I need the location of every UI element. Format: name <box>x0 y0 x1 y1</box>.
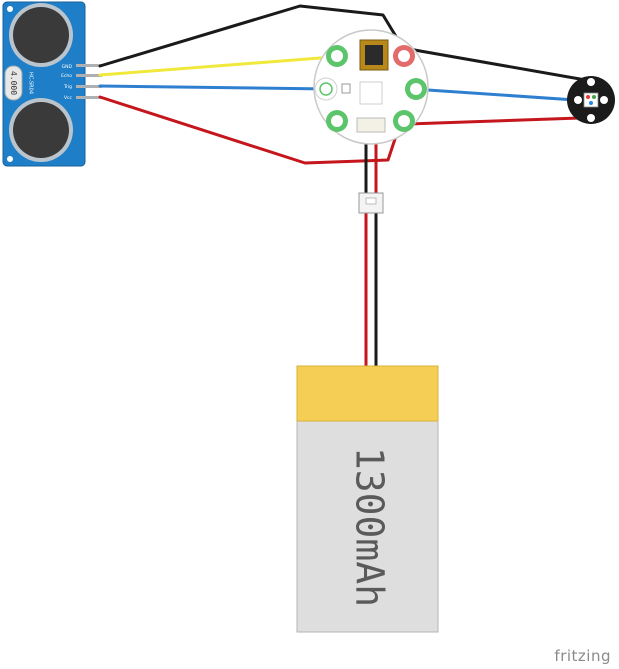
ultrasonic-sensor: 4.000 HC-SR04 GND Echo Trig Vcc <box>2 1 102 167</box>
wire-black-gnd[interactable] <box>98 4 599 84</box>
reset-button[interactable] <box>341 83 351 94</box>
pin-label-echo: Echo <box>61 73 72 79</box>
fritzing-watermark: fritzing <box>554 647 611 665</box>
mount-hole <box>7 156 13 162</box>
pad-left[interactable] <box>314 77 338 101</box>
sensor-part-label: HC-SR04 <box>28 72 34 94</box>
led-pad[interactable] <box>600 96 608 104</box>
pin-label-gnd: GND <box>62 64 73 70</box>
pad-bottom-right[interactable] <box>393 110 415 132</box>
pad-top-left[interactable] <box>326 45 348 67</box>
battery-capacity-label: 1300mAh <box>348 447 392 607</box>
battery-top-band <box>296 365 439 422</box>
lipo-battery: 1300mAh <box>296 365 439 633</box>
rgb-led <box>567 76 615 124</box>
pin-label-vcc: Vcc <box>64 95 73 101</box>
crystal-label: 4.000 <box>9 71 18 95</box>
jst-socket[interactable] <box>356 117 386 133</box>
led-green-die <box>592 95 596 99</box>
controller-component <box>359 81 383 105</box>
crystal-oscillator: 4.000 <box>4 65 23 101</box>
led-pad[interactable] <box>587 78 595 86</box>
wires <box>98 4 599 369</box>
pad-right[interactable] <box>405 78 427 100</box>
wire-blue-trig[interactable] <box>98 84 332 91</box>
pad-bottom-left[interactable] <box>326 110 348 132</box>
controller-board <box>313 29 429 145</box>
led-blue-die <box>589 101 593 105</box>
pad-top-right[interactable] <box>393 45 415 67</box>
transducer-top <box>9 3 73 67</box>
jst-connector[interactable] <box>358 192 384 214</box>
sensor-header-pins <box>76 64 102 99</box>
wire-yellow-echo[interactable] <box>98 55 335 77</box>
led-red-die <box>586 95 590 99</box>
wire-red-led-power[interactable] <box>406 116 582 126</box>
transducer-bottom <box>9 98 73 162</box>
led-pad[interactable] <box>574 96 582 104</box>
wire-blue-led-data[interactable] <box>411 87 592 103</box>
pin-label-trig: Trig <box>63 84 72 90</box>
led-pad[interactable] <box>587 114 595 122</box>
mount-hole <box>7 6 13 12</box>
controller-chip-core <box>365 45 383 65</box>
wire-red-vcc[interactable] <box>98 95 402 165</box>
